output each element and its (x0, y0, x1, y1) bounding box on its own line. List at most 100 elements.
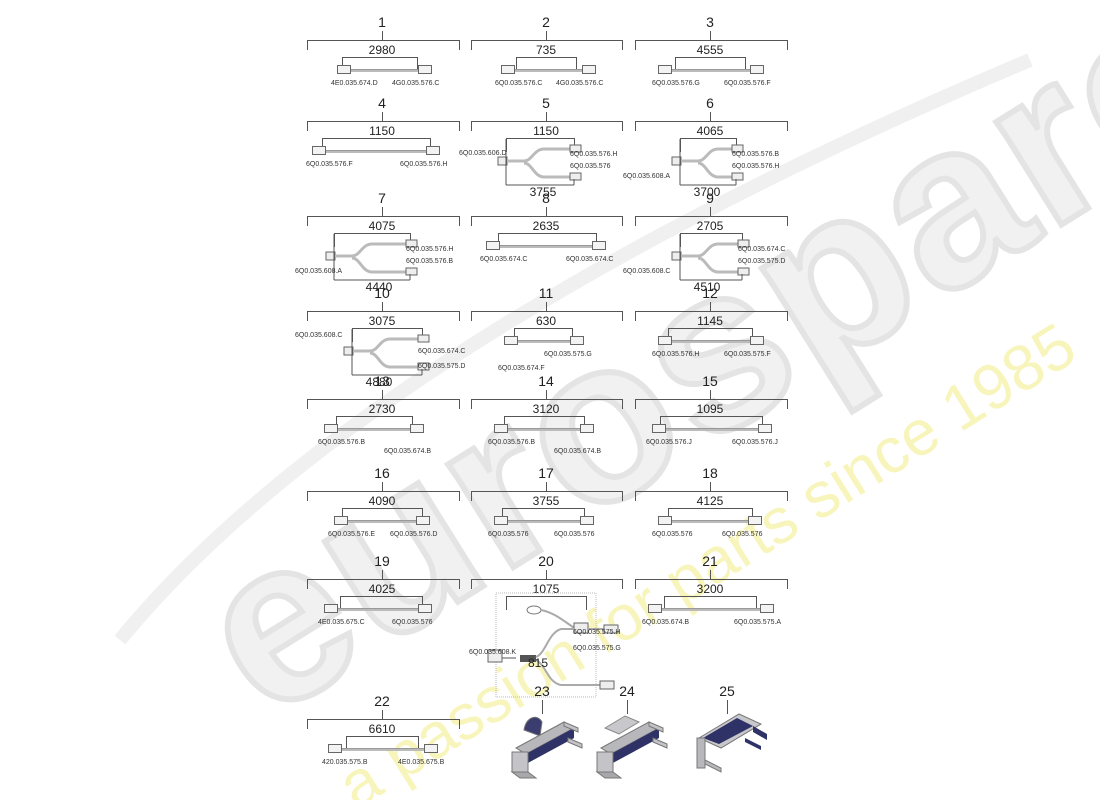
group-bracket (471, 40, 623, 50)
connector-right (424, 744, 438, 753)
part-number-label: 6Q0.035.575.H (573, 629, 621, 636)
length-dimension-line (675, 57, 745, 58)
group-bracket (471, 121, 623, 131)
dimension-tick (668, 508, 669, 522)
length-label: 6610 (368, 722, 396, 736)
y-branch-harness-drawing (325, 234, 418, 281)
part-number-label: 4G0.035.576.C (556, 80, 604, 87)
length-label: 1150 (369, 124, 395, 138)
connector-right (750, 65, 764, 74)
part-number-label: 6Q0.035.576.F (306, 161, 353, 168)
connector-left (337, 65, 351, 74)
item-number: 23 (534, 683, 550, 699)
part-number-label: 6Q0.035.576 (392, 619, 433, 626)
length-label: 1095 (696, 402, 724, 416)
part-number-label: 6Q0.035.575.A (734, 619, 782, 626)
callout-stem (710, 482, 711, 492)
length-dimension-line (352, 328, 422, 329)
part-number-label: 6Q0.035.575.G (544, 351, 592, 358)
part-number-label: 6Q0.035.576 (570, 163, 611, 170)
dimension-tick (412, 416, 413, 430)
length-dimension-line (664, 596, 756, 597)
dimension-tick (422, 508, 423, 522)
group-bracket (471, 216, 623, 226)
length-label: 4025 (368, 582, 396, 596)
item-number: 8 (542, 190, 550, 206)
part-number-label: 6Q0.035.576.J (732, 439, 778, 446)
dimension-tick (596, 233, 597, 247)
item-number: 2 (542, 14, 550, 30)
dimension-tick (752, 328, 753, 342)
cable (516, 340, 570, 343)
dimension-tick (660, 416, 661, 430)
item-number: 15 (702, 373, 718, 389)
group-bracket (471, 311, 623, 321)
part-number-label: 6Q0.035.576.H (652, 351, 700, 358)
item-number: 16 (374, 465, 390, 481)
callout-stem (382, 207, 383, 217)
part-number-label: 420.035.575.B (322, 759, 368, 766)
length-dimension-line (334, 233, 410, 234)
callout-stem (546, 207, 547, 217)
length-dimension-line (660, 416, 762, 417)
cable (506, 428, 580, 431)
connector-left (501, 65, 515, 74)
part-number-label: 6Q0.035.674.B (642, 619, 690, 626)
length-dimension-line (668, 328, 752, 329)
dimension-tick (516, 57, 517, 71)
group-bracket (307, 40, 460, 50)
callout-stem (710, 570, 711, 580)
part-number-label: 6Q0.035.576.G (652, 80, 700, 87)
cable (664, 428, 758, 431)
part-number-label: 6Q0.035.674.C (480, 256, 528, 263)
part-number-label: 6Q0.035.576 (554, 531, 595, 538)
group-bracket (307, 216, 460, 226)
length-label: 4075 (368, 219, 396, 233)
connector-right (418, 65, 432, 74)
item-number: 18 (702, 465, 718, 481)
part-number-label: 4G0.035.576.C (392, 80, 440, 87)
part-number-label: 6Q0.035.576 (652, 531, 693, 538)
connector-right (410, 424, 424, 433)
part-number-label: 6Q0.035.576.H (406, 246, 454, 253)
connector-right (570, 336, 584, 345)
cable (670, 520, 748, 523)
dimension-tick (572, 328, 573, 342)
part-number-label: 4E0.035.675.B (398, 759, 445, 766)
length-label: 3120 (532, 402, 560, 416)
item-number: 7 (378, 190, 386, 206)
item-number: 4 (378, 95, 386, 111)
cable (340, 748, 424, 751)
part-number-label: 6Q0.035.608.A (623, 173, 671, 180)
item-number: 24 (619, 683, 635, 699)
dimension-tick (584, 416, 585, 430)
branched-harness-drawing (487, 592, 619, 698)
item-number: 21 (702, 553, 718, 569)
connector-right (580, 424, 594, 433)
dimension-tick (752, 508, 753, 522)
callout-stem (710, 31, 711, 41)
part-number-label: 6Q0.035.576.B (406, 258, 454, 265)
dimension-tick (418, 736, 419, 750)
length-label: 2730 (368, 402, 396, 416)
length-dimension-line (514, 328, 572, 329)
item-number: 20 (538, 553, 554, 569)
part-number-label: 6Q0.035.576.C (495, 80, 543, 87)
dimension-tick (745, 57, 746, 71)
length-label: 4065 (696, 124, 724, 138)
part-number-label: 6Q0.035.576.D (390, 531, 438, 538)
group-bracket (471, 579, 623, 589)
length-label: 3755 (532, 494, 560, 508)
dimension-tick (336, 416, 337, 430)
cable (324, 150, 426, 153)
length-label-secondary: 4440 (365, 280, 393, 294)
callout-stem (382, 570, 383, 580)
item-number: 17 (538, 465, 554, 481)
length-label: 2705 (696, 219, 724, 233)
part-number-label: 6Q0.035.674.B (554, 448, 602, 455)
dimension-tick (342, 57, 343, 71)
connector-right (416, 516, 430, 525)
length-dimension-line (506, 596, 586, 597)
length-label: 1150 (533, 124, 559, 138)
length-label: 3200 (696, 582, 724, 596)
